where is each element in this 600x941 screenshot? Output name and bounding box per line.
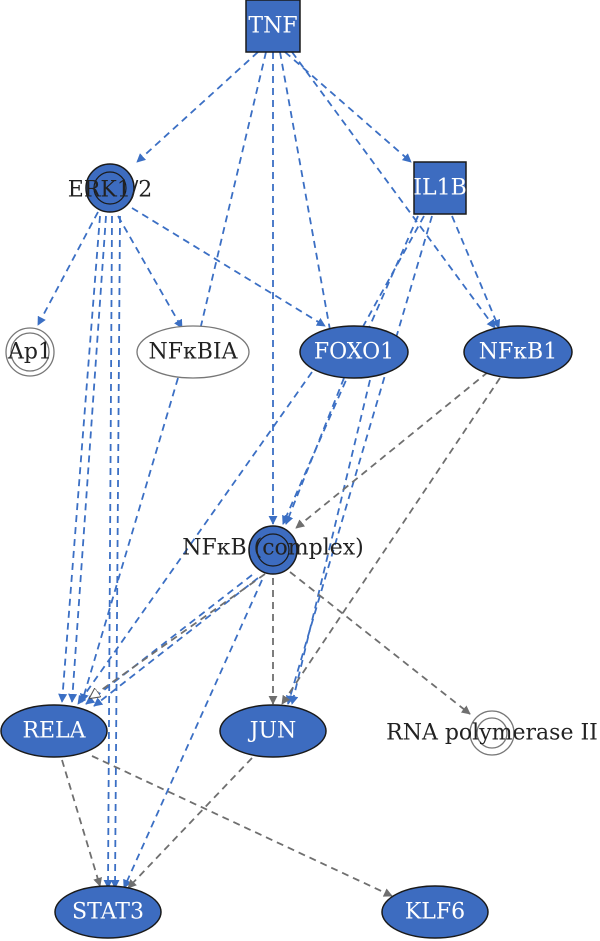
edge-erk12-rela-2 [68,215,107,703]
edge-jun-stat3 [127,757,253,889]
blue-edges [37,51,501,889]
edge-il1b-foxo1 [359,215,425,333]
edge-tnf-il1b [284,51,412,163]
node-nfkb1-label: NFκB1 [479,340,557,365]
edge-nfkb1-jun [281,377,501,705]
node-klf6-label: KLF6 [405,900,465,925]
node-erk12-label: ERK1/2 [68,178,152,203]
edge-foxo1-rela [77,371,313,705]
gray-edges [61,371,501,897]
edge-nfkbc-rnapol2 [289,571,471,715]
edge-tnf-erk12 [136,51,259,163]
node-rela-label: RELA [22,719,86,744]
node-rnapol2-label: RNA polymerase II [386,721,598,746]
edge-tnf-nfkbia [199,51,267,331]
node-rela[interactable]: RELA [0,704,108,758]
edge-erk12-foxo1 [131,207,326,327]
node-foxo1-label: FOXO1 [314,340,394,365]
edge-erk12-stat3-2 [110,215,121,889]
node-jun-label: JUN [248,719,297,744]
edge-erk12-rela-1 [58,215,101,703]
node-nfkbia-label: NFκBIA [148,340,238,365]
edge-tnf-nfkb1-a [291,51,496,329]
node-stat3[interactable]: STAT3 [54,885,162,939]
edge-nfkbc-rela-2 [93,577,259,707]
edge-il1b-jun [285,215,433,705]
edge-foxo1-nfkb-complex [284,377,345,525]
edge-nfkbc-stat3 [123,579,263,889]
node-erk12[interactable]: ERK1/2 [68,163,152,213]
node-ap1-label: Ap1 [7,340,52,365]
node-tnf[interactable]: TNF [245,0,301,53]
node-il1b-label: IL1B [413,176,466,201]
edge-nfkbc-rela-1 [85,574,253,705]
node-tnf-label: TNF [248,14,297,39]
node-nfkb-complex-label: NFκB (complex) [182,536,364,561]
node-foxo1[interactable]: FOXO1 [299,325,409,379]
edge-nfkb1-nfkb-complex [295,371,489,529]
node-il1b[interactable]: IL1B [413,161,467,215]
edge-rela-stat3 [61,759,102,887]
node-ap1[interactable]: Ap1 [5,327,55,377]
node-klf6[interactable]: KLF6 [381,885,489,939]
node-rnapol2[interactable]: RNA polymerase II [386,710,598,756]
edge-erk12-ap1 [37,211,99,326]
edge-il1b-nfkb1 [451,215,501,329]
edge-erk12-nfkbia [117,215,183,329]
edge-erk12-stat3-1 [103,215,113,889]
node-jun[interactable]: JUN [219,704,327,758]
node-nfkbia[interactable]: NFκBIA [136,325,250,379]
node-nfkb1[interactable]: NFκB1 [463,325,573,379]
edge-foxo1-jun [289,379,371,705]
node-stat3-label: STAT3 [72,900,144,925]
edge-rela-klf6 [91,755,393,897]
node-nfkb-complex[interactable]: NFκB (complex) [182,525,364,575]
edge-nfkbia-rela [79,377,179,703]
